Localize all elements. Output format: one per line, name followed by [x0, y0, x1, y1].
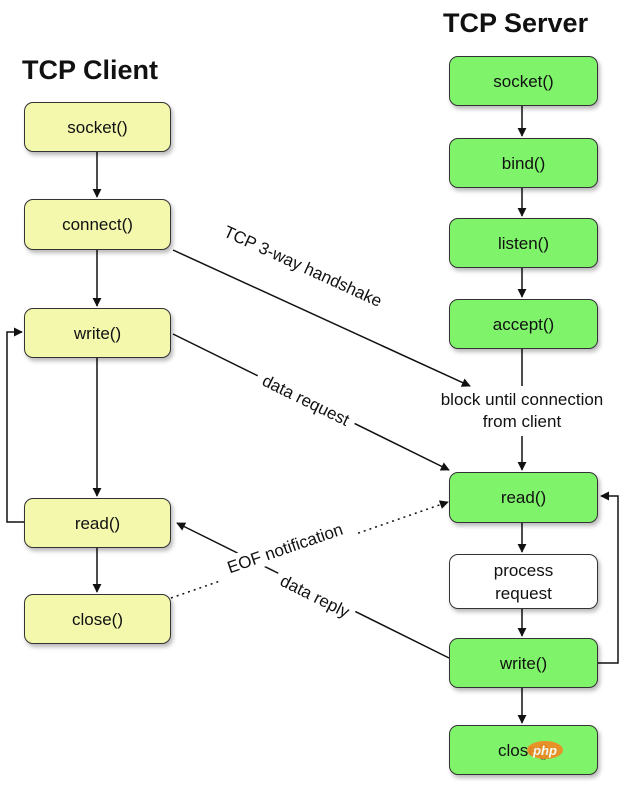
server-accept-node: accept()	[449, 299, 598, 349]
server-title: TCP Server	[443, 8, 589, 38]
server-write-node: write()	[449, 638, 598, 688]
arrow-handshake	[172, 249, 471, 387]
process-line-2: request	[495, 583, 552, 603]
client-write-node: write()	[24, 308, 171, 358]
arrow-server-loop	[598, 491, 619, 664]
server-socket-node: socket()	[449, 56, 598, 106]
arrow-client-loop	[6, 327, 24, 523]
block-until-connection-note: block until connection from client	[421, 389, 623, 433]
client-socket-node: socket()	[24, 102, 171, 152]
block-note-line-2: from client	[482, 412, 562, 431]
client-connect-node: connect()	[24, 199, 171, 250]
server-process-request-node: process request	[449, 554, 598, 609]
server-close-node: close()	[449, 725, 598, 775]
client-read-node: read()	[24, 498, 171, 548]
block-note-line-1: block until connection	[440, 390, 604, 409]
php-watermark-logo: php	[527, 741, 563, 759]
label-data-reply: data reply	[277, 571, 353, 622]
server-listen-node: listen()	[449, 218, 598, 268]
arrow-eof	[170, 500, 449, 599]
server-read-node: read()	[449, 472, 598, 523]
label-eof: EOF notification	[225, 520, 346, 578]
client-close-node: close()	[24, 594, 171, 644]
label-data-request: data request	[259, 371, 352, 430]
server-bind-node: bind()	[449, 138, 598, 188]
client-title: TCP Client	[22, 55, 159, 85]
label-handshake: TCP 3-way handshake	[221, 222, 385, 311]
process-line-1: process	[493, 560, 554, 580]
